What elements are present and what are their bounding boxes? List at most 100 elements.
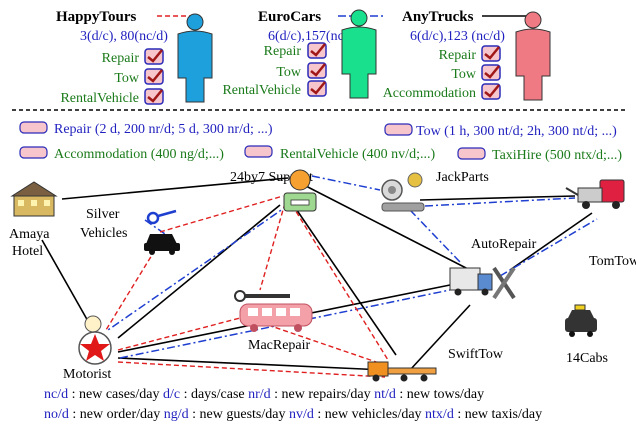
edge-amaya-support (61, 177, 289, 200)
company-eurocars: EuroCars 6(d/c),157(nc/d) Repair Tow Ren… (222, 9, 384, 99)
car-icon (144, 234, 180, 255)
motorist-icon (78, 315, 112, 365)
edge-macrepair-swifttow (267, 324, 386, 366)
taxi-icon (565, 304, 597, 337)
service-label: Tow (114, 71, 140, 86)
edge-support-motorist (117, 204, 281, 339)
edge-support-autorepair (299, 182, 471, 271)
company-anytrucks: AnyTrucks 6(d/c),123 (nc/d) Repair Tow A… (383, 9, 551, 101)
node-jackparts[interactable]: JackParts (381, 170, 489, 212)
edge-support-swifttow-red (291, 204, 389, 361)
company-stats: 6(d/c),157(nc/d) (268, 29, 360, 44)
offer-tow: Tow (1 h, 300 nt/d; 2h, 300 nt/d; ...) (416, 124, 617, 139)
legend-desc: : new guests/day (189, 407, 289, 422)
edge-support-macrepair (259, 202, 286, 291)
checkbox-icon[interactable] (143, 47, 165, 66)
offer-repair: Repair (2 d, 200 nr/d; 5 d, 300 nr/d; ..… (54, 122, 273, 137)
node-macrepair[interactable]: MacRepair (234, 290, 313, 353)
offer-accommodation: Accommodation (400 ng/d;...) (54, 147, 224, 162)
key-icon (146, 209, 177, 225)
company-name: HappyTours (56, 9, 136, 25)
person-icon (341, 9, 377, 99)
edge-silver-motorist (105, 249, 156, 331)
node-label: Motorist (63, 367, 111, 382)
edge-motorist-macrepair (117, 317, 241, 351)
edge-jackparts-tomtow-blue (424, 197, 576, 207)
truck-wrench-icon (449, 266, 516, 300)
legend-desc: : new vehicles/day (314, 407, 425, 422)
legend-abbr: nv/d (289, 407, 314, 422)
legend-abbr: nt/d (374, 387, 396, 402)
node-label: Silver (86, 207, 120, 222)
service-label: Repair (439, 48, 477, 63)
checkbox-icon[interactable] (306, 61, 328, 80)
node-label: SwiftTow (448, 347, 504, 362)
gear-parts-icon (381, 172, 425, 212)
checkbox-icon[interactable] (306, 41, 328, 60)
node-motorist[interactable]: Motorist (63, 315, 112, 382)
service-label: Repair (264, 44, 302, 59)
offer-rentalvehicle: RentalVehicle (400 nv/d;...) (280, 147, 435, 162)
node-tomtow[interactable]: TomTow (565, 179, 636, 269)
company-happytours: HappyTours 3(d/c), 80(nc/d) Repair Tow R… (56, 9, 213, 106)
legend-abbr: no/d (44, 407, 69, 422)
tow-truck-icon (565, 179, 625, 209)
checkbox-icon[interactable] (143, 67, 165, 86)
legend-abbr: ng/d (164, 407, 189, 422)
checkbox-icon[interactable] (143, 87, 165, 106)
edge-autorepair-tomtow (509, 212, 593, 271)
legend-abbr: d/c (163, 387, 180, 402)
badge-icon (19, 146, 48, 159)
legend-abbr: nr/d (248, 387, 271, 402)
node-amaya-hotel[interactable]: Amaya Hotel (9, 181, 58, 259)
edge-jackparts-tomtow (419, 195, 576, 201)
legend-desc: : new taxis/day (454, 407, 542, 422)
service-label: Accommodation (383, 86, 476, 101)
legend-desc: : new repairs/day (271, 387, 374, 402)
edge-amaya-motorist (41, 239, 94, 331)
offer-taxihire: TaxiHire (500 ntx/d;...) (492, 148, 622, 163)
checkbox-icon[interactable] (480, 63, 502, 82)
edge-support-swifttow (291, 202, 397, 356)
wrench-icon (234, 290, 290, 302)
service-label: Repair (102, 51, 140, 66)
edge-support-jackparts (311, 175, 381, 191)
checkbox-icon[interactable] (480, 82, 502, 101)
badge-icon (19, 121, 48, 134)
node-swifttow[interactable]: SwiftTow (367, 347, 504, 382)
service-label: RentalVehicle (60, 91, 139, 106)
service-label: Tow (451, 67, 477, 82)
service-label: RentalVehicle (222, 83, 301, 98)
node-silver-vehicles[interactable]: Silver Vehicles (80, 207, 180, 255)
node-autorepair[interactable]: AutoRepair (449, 237, 537, 300)
node-label: Amaya (9, 227, 50, 242)
bus-icon (239, 303, 313, 332)
node-14cabs[interactable]: 14Cabs (565, 304, 608, 366)
legend-desc: : new cases/day (68, 387, 163, 402)
edge-autorepair-tomtow-blue (499, 218, 598, 277)
node-label: TomTow (589, 254, 636, 269)
company-stats: 6(d/c),123 (nc/d) (410, 29, 505, 44)
checkbox-icon[interactable] (306, 79, 328, 98)
badge-icon (244, 145, 273, 158)
company-name: AnyTrucks (402, 9, 474, 25)
node-label: JackParts (436, 170, 489, 185)
company-name: EuroCars (258, 9, 321, 25)
flatbed-truck-icon (367, 361, 437, 382)
node-label: AutoRepair (471, 237, 537, 252)
service-offers: Repair (2 d, 200 nr/d; 5 d, 300 nr/d; ..… (19, 121, 622, 163)
abbreviation-legend: nc/d : new cases/day d/c : days/case nr/… (44, 387, 542, 422)
legend-line-2: no/d : new order/day ng/d : new guests/d… (44, 407, 542, 422)
legend-desc: : days/case (180, 387, 248, 402)
edge-support-motorist-blue (107, 203, 291, 331)
person-icon (177, 13, 213, 103)
legend-desc: : new tows/day (396, 387, 484, 402)
node-24by7-support[interactable]: 24by7 Support (230, 169, 317, 212)
edge-swifttow-autorepair (409, 304, 471, 371)
company-stats: 3(d/c), 80(nc/d) (80, 29, 168, 44)
node-label: Hotel (12, 244, 43, 259)
checkbox-icon[interactable] (480, 44, 502, 63)
edge-motorist-swifttow (117, 357, 386, 371)
connections (41, 175, 598, 378)
